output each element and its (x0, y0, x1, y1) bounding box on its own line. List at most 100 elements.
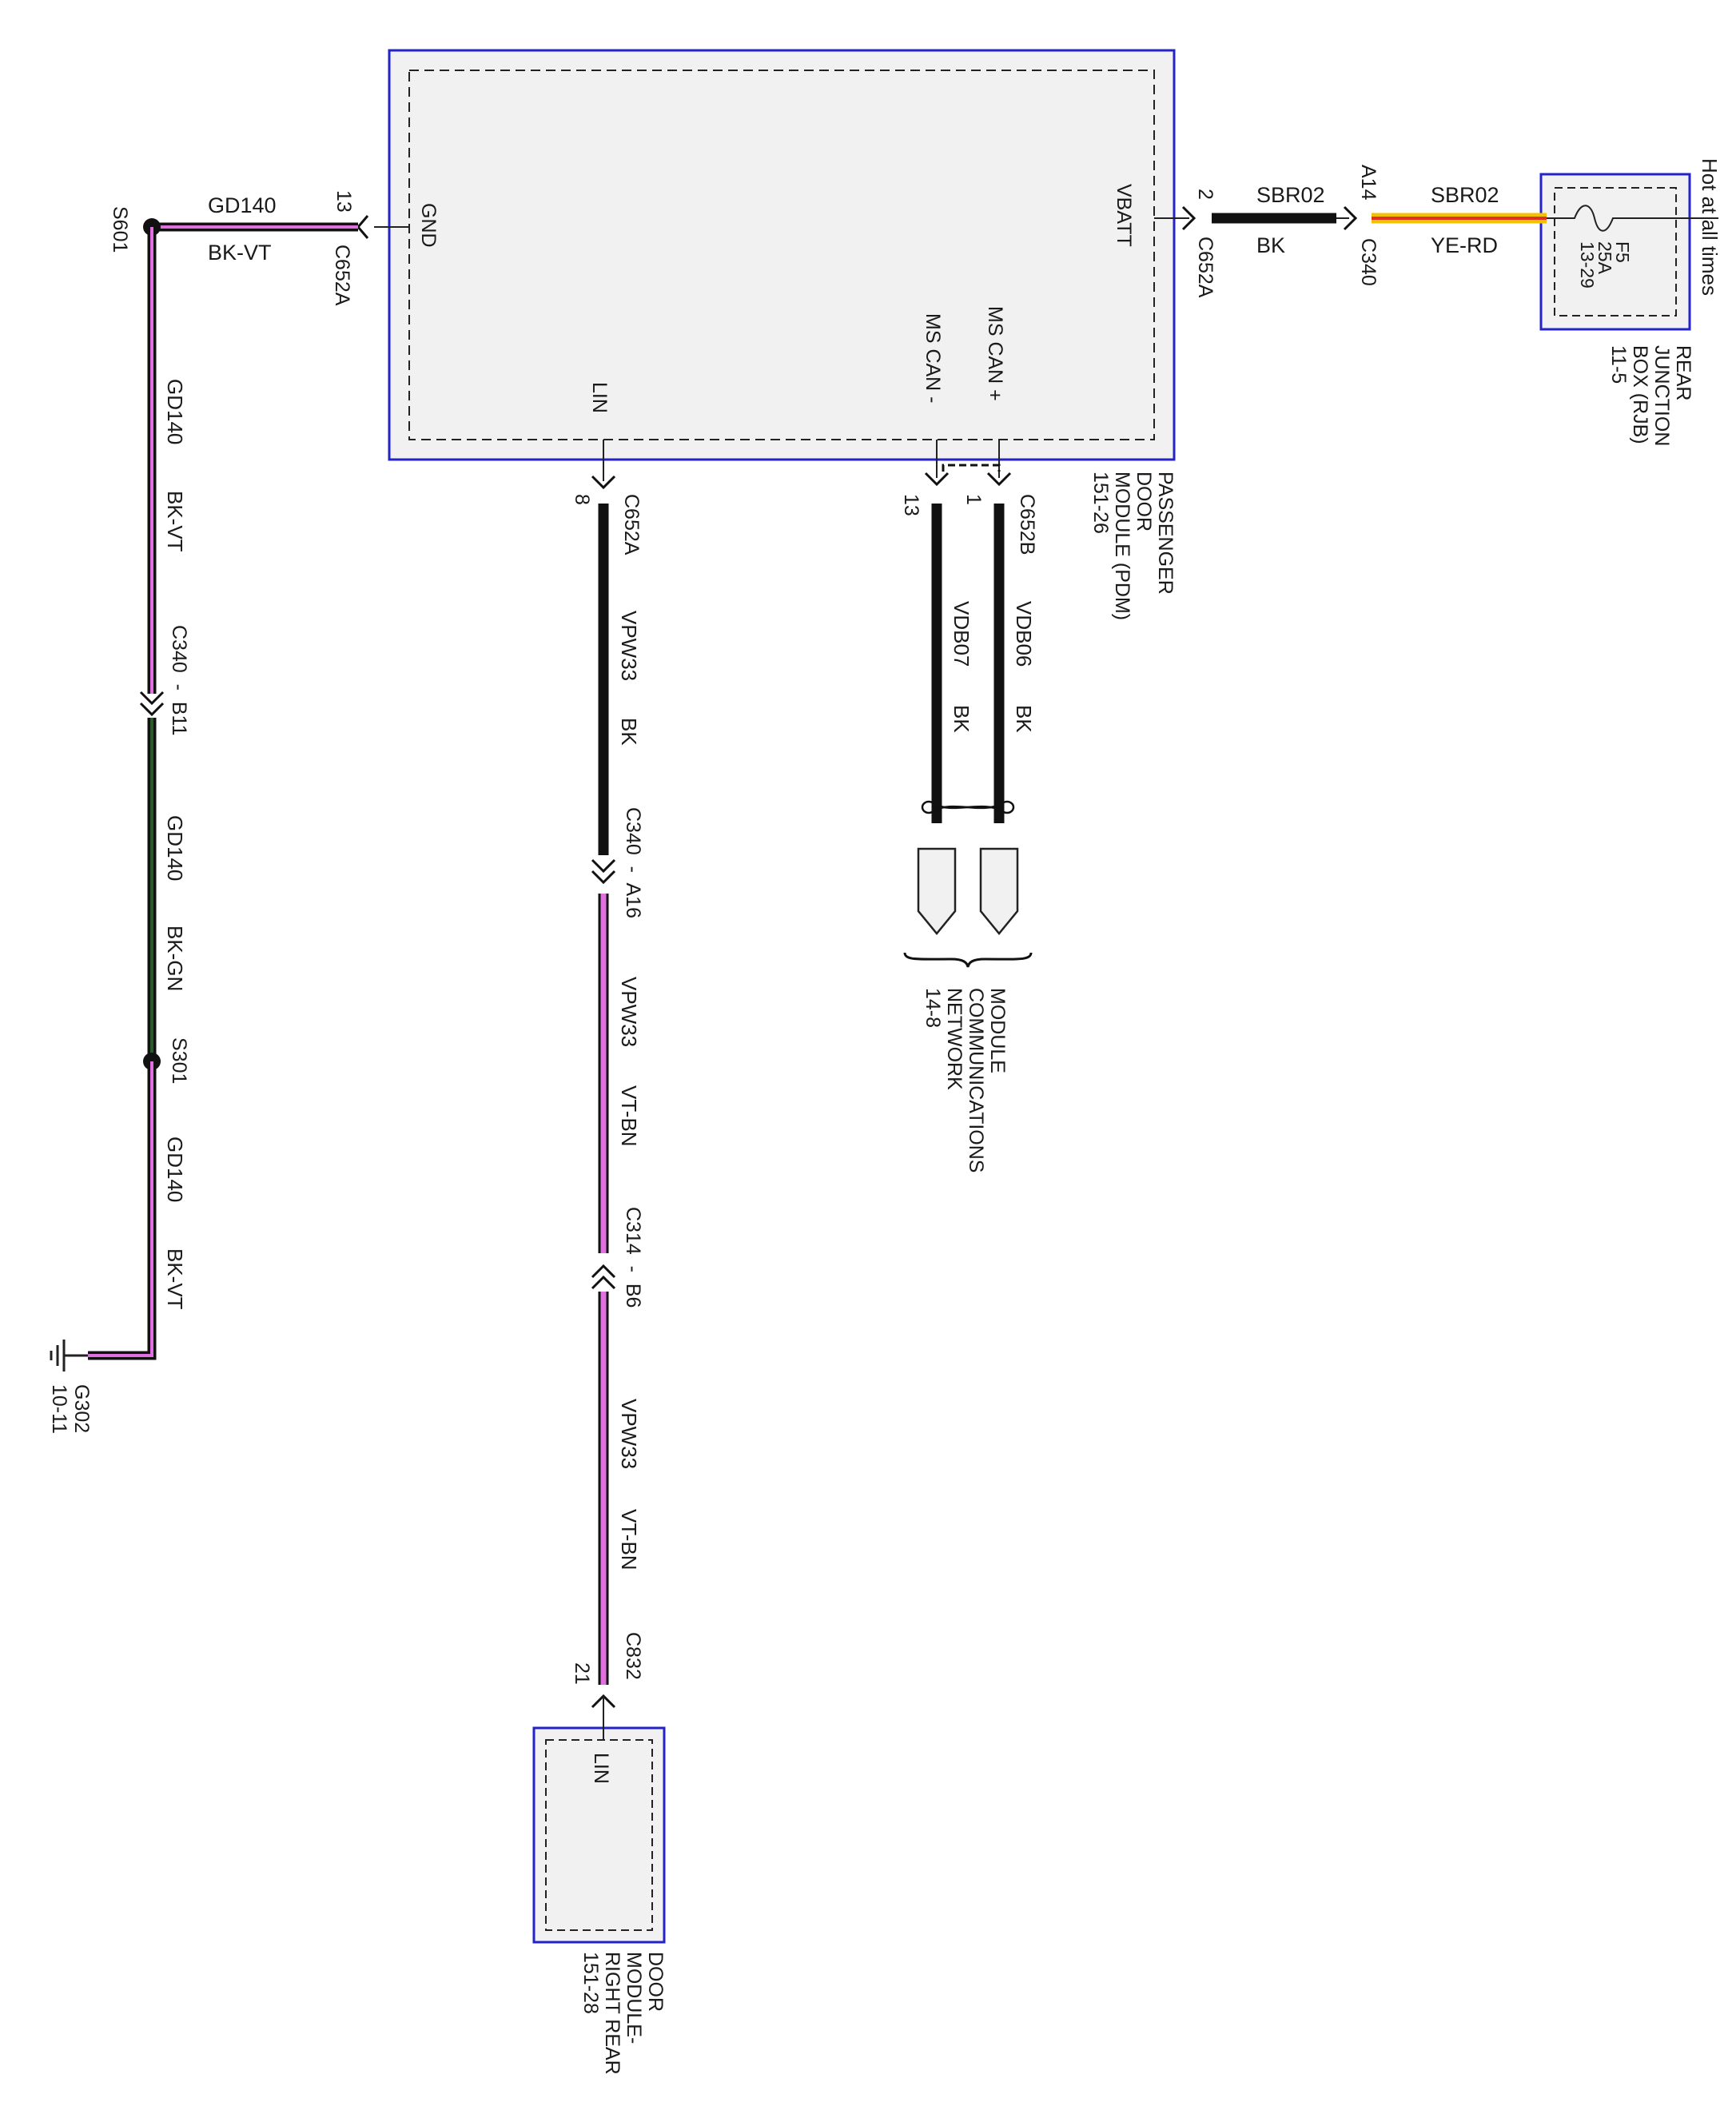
vdb07-circuit: VDB07 (950, 601, 974, 667)
c832-pin: 21 (571, 1662, 593, 1685)
pdm-pin-lin: LIN (588, 382, 611, 413)
c340-b11-connector-icon-lower (139, 702, 165, 717)
fuse-id: F5 (1612, 241, 1633, 263)
c652b-pin-plus: 1 (962, 494, 985, 505)
gd140-c-circuit: GD140 (163, 1137, 187, 1202)
network-pointer-icon-right (979, 847, 1019, 935)
ground-g302-ref: 10-11 (48, 1384, 70, 1434)
pdm-name-line4: 151-26 (1089, 472, 1112, 534)
c652b-connector-shell (942, 464, 1001, 472)
vpw33-b-color: VT-BN (617, 1085, 641, 1147)
lin-top-connector: C652A (620, 494, 643, 555)
vdb07-color: BK (950, 705, 974, 733)
vpw33-b-circuit: VPW33 (617, 977, 641, 1047)
twisted-pair-icon (921, 800, 1015, 814)
sbr02-yerd-connector: C340 (1357, 238, 1380, 286)
gd140-top-pin: 13 (332, 190, 355, 213)
rear-module-name-line2: MODULE- (623, 1952, 645, 2044)
network-brace-icon (903, 952, 1033, 968)
pdm-outline (388, 49, 1176, 461)
gd140-top-connector: C652A (331, 245, 353, 306)
fuse-labels: F5 25A 13-29 (1577, 241, 1633, 289)
fuse-ref: 13-29 (1577, 241, 1598, 289)
sbr02-bk-connector: C652A (1194, 237, 1216, 298)
splice-s601-label: S601 (109, 206, 131, 253)
c340-b11-connector-icon (139, 691, 165, 706)
vpw33-a-circuit: VPW33 (617, 611, 641, 681)
pdm-pin-vbatt: VBATT (1113, 184, 1135, 247)
c340-a16-label: C340 - A16 (622, 807, 644, 918)
gd140-a-circuit: GD140 (163, 379, 187, 444)
sbr02-bk-color: BK (1256, 233, 1285, 257)
c832-connector: C832 (622, 1632, 644, 1680)
rear-junction-box[interactable]: F5 25A 13-29 REAR JUNCTION BOX (RJB) 11-… (1539, 173, 1694, 446)
lin-top-pin: 8 (571, 494, 593, 505)
splice-s301-label: S301 (168, 1037, 190, 1084)
sbr02-bk-circuit: SBR02 (1256, 183, 1325, 207)
c340-b11-label: C340 - B11 (168, 625, 190, 736)
network-name-line1: MODULE (986, 988, 1009, 1073)
gd140-top-circuit: GD140 (208, 193, 277, 217)
rjb-name-line1: REAR (1672, 345, 1694, 400)
gd140-top-color: BK-VT (208, 241, 272, 265)
gd140-c-color: BK-VT (163, 1248, 187, 1310)
network-name: MODULE COMMUNICATIONS NETWORK 14-8 (922, 988, 1009, 1172)
rear-module-name-line1: DOOR (644, 1952, 667, 2012)
door-module-right-rear[interactable]: LIN DOOR MODULE- RIGHT REAR 151-28 (532, 1726, 667, 2075)
c340-a16-connector-icon-lower (591, 870, 616, 885)
c652a-8-connector-icon (591, 475, 616, 490)
pdm-inner-dashed (408, 70, 1155, 440)
supply-label: Hot at all times (1698, 158, 1722, 296)
pdm-pin-can-plus: MS CAN + (984, 306, 1006, 401)
pdm-name: PASSENGER DOOR MODULE (PDM) 151-26 (1089, 472, 1177, 620)
rear-module-inner-dashed (545, 1739, 653, 1931)
pdm-name-line2: DOOR (1133, 472, 1155, 531)
network-name-line3: NETWORK (943, 988, 966, 1090)
c652a-2-connector-icon (1181, 205, 1196, 231)
c340-a16-connector-icon (591, 858, 616, 874)
vpw33-c-color: VT-BN (617, 1509, 641, 1571)
c340-a14-connector-icon (1343, 205, 1358, 231)
c652b-connector: C652B (1016, 494, 1038, 555)
pdm-pin-gnd: GND (417, 203, 440, 248)
rear-module-name-line3: RIGHT REAR (601, 1952, 623, 2075)
gd140-c-stripe (88, 1061, 153, 1357)
c652a-13-connector-icon (356, 215, 369, 239)
fuse-symbol-icon (1547, 205, 1691, 232)
rjb-name-line2: JUNCTION (1650, 345, 1673, 446)
gd140-b-circuit: GD140 (163, 815, 187, 881)
pdm-name-line3: MODULE (PDM) (1111, 472, 1133, 620)
gd140-b-color: BK-GN (163, 926, 187, 991)
gd140-a-color: BK-VT (163, 491, 187, 552)
pdm-name-line1: PASSENGER (1154, 472, 1177, 595)
c652b-pin-minus: 13 (900, 494, 922, 516)
rear-module-pin-lin: LIN (590, 1753, 612, 1784)
vpw33-a-color: BK (617, 718, 641, 746)
rear-module-name-line4: 151-28 (579, 1952, 602, 2014)
rear-module-name: DOOR MODULE- RIGHT REAR 151-28 (579, 1952, 667, 2075)
rjb-inner-dashed (1554, 187, 1677, 317)
rjb-name-line3: BOX (RJB) (1629, 345, 1651, 444)
ground-g302-label: G302 (70, 1384, 93, 1433)
lin-circuit: C652A 8 VPW33 BK C340 - A16 VPW33 VT-BN … (571, 440, 644, 1740)
vdb06-color: BK (1012, 705, 1036, 733)
ground-symbol-icon (50, 1340, 88, 1372)
network-name-line2: COMMUNICATIONS (965, 988, 987, 1172)
fuse-rating: 25A (1595, 241, 1615, 275)
rjb-name-line4: 11-5 (1607, 345, 1630, 384)
power-feed: 2 C652A SBR02 BK A14 C340 SBR02 YE-RD (1154, 165, 1547, 298)
rear-module-outline (532, 1726, 666, 1944)
rjb-name: REAR JUNCTION BOX (RJB) 11-5 (1607, 345, 1694, 446)
gd140-c-wire[interactable] (88, 1061, 157, 1360)
vdb06-circuit: VDB06 (1012, 601, 1036, 667)
network-name-line4: 14-8 (922, 988, 944, 1028)
c314-b6-connector-icon (591, 1264, 616, 1279)
passenger-door-module[interactable]: GND VBATT LIN MS CAN - MS CAN + PASSENGE… (388, 49, 1177, 620)
sbr02-yerd-pin: A14 (1357, 165, 1380, 201)
c314-b6-connector-icon-lower (591, 1275, 616, 1290)
sbr02-bk-pin: 2 (1194, 189, 1216, 200)
c652b-1-connector-icon (986, 472, 1012, 487)
c314-b6-label: C314 - B6 (622, 1207, 644, 1308)
c652b-13-connector-icon (924, 472, 950, 487)
